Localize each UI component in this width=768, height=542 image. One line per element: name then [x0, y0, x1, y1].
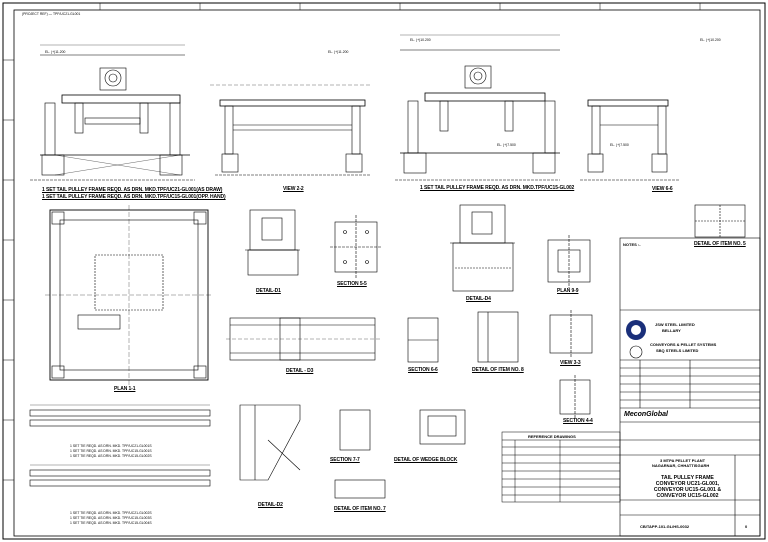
- detail-d4-shape: [450, 204, 515, 292]
- section-6-6-label: SECTION 6-6: [408, 367, 438, 373]
- frame-elevation-2: [395, 34, 560, 181]
- detail-d3-label: DETAIL - D3: [286, 368, 314, 374]
- wedge-block-shape: [419, 409, 466, 445]
- client-logo-seal: [626, 320, 646, 359]
- plant-line1: 3 MTPA PELLET PLANT: [660, 458, 706, 463]
- el-label-2: EL. (+)11.200: [328, 50, 349, 54]
- reference-drawings-table: [501, 431, 621, 503]
- detail-d4-label: DETAIL-D4: [466, 296, 491, 302]
- detail-d3-shape: [226, 317, 380, 361]
- detail-d1-shape: [245, 209, 300, 276]
- set-line-5: 1 SET TIE REQD. AS DRN. MKD. TPF/UC15-GL…: [70, 516, 152, 520]
- client-line1: JSW STEEL LIMITED: [655, 322, 695, 327]
- plan-9-9-label: PLAN 9-9: [557, 288, 579, 294]
- company-logo-text: MeconGlobal: [624, 411, 668, 418]
- client-line2: BELLARY: [662, 328, 681, 333]
- title-line4: CONVEYOR UC15-GL002: [656, 493, 719, 499]
- title-view-1b: 1 SET TAIL PULLEY FRAME REQD. AS DRN. MK…: [42, 194, 226, 200]
- detail-d2-shape: [239, 404, 301, 481]
- title-view-2: 1 SET TAIL PULLEY FRAME REQD. AS DRN. MK…: [420, 185, 575, 191]
- notes-title: NOTES :-: [623, 242, 641, 247]
- detail-item-8-label: DETAIL OF ITEM NO. 8: [472, 367, 524, 373]
- top-left-ref: (PROJECT REF) — TPF/UC21-GL001: [22, 12, 81, 16]
- view-3-3-shape: [549, 310, 593, 358]
- set-line-2: 1 SET TIE REQD. AS DRN. MKD. TPF/UC15-GL…: [70, 449, 152, 453]
- detail-item-5-shape: [694, 204, 746, 238]
- plan-9-9-shape: [547, 235, 591, 288]
- tie-members: [29, 404, 211, 487]
- set-line-6: 1 SET TIE REQD. AS DRN. MKD. TPF/UC15-GL…: [70, 521, 152, 525]
- drawing-number: CB/TAPP-101-GL/HS-0032: [640, 524, 690, 529]
- title-line3: CONVEYOR UC15-GL001 &: [653, 487, 722, 493]
- detail-item-7-label: DETAIL OF ITEM NO. 7: [334, 506, 386, 512]
- view-6-6: [580, 99, 680, 181]
- el-label-5: EL. (+)7.500: [497, 143, 516, 147]
- section-4-4-label: SECTION 4-4: [563, 418, 593, 424]
- el-label-1: EL. (+)11.200: [45, 50, 66, 54]
- frame-elevation-1: [30, 44, 195, 181]
- contractor-line2: SBQ STEELS LIMITED: [656, 348, 699, 353]
- plant-line2: NAGARNAR, CHHATTISGARH: [652, 463, 710, 468]
- el-label-3: EL. (+)10.200: [410, 38, 431, 42]
- reference-drawings-title: REFERENCE DRAWINGS: [528, 434, 576, 439]
- el-label-4: EL. (+)10.200: [700, 38, 721, 42]
- view-2-2-label: VIEW 2-2: [283, 186, 304, 192]
- detail-wedge-label: DETAIL OF WEDGE BLOCK: [394, 457, 458, 463]
- set-line-3: 1 SET TIE REQD. AS DRN. MKD. TPF/UC15-GL…: [70, 454, 152, 458]
- section-4-4-shape: [559, 375, 591, 418]
- title-view-1: 1 SET TAIL PULLEY FRAME REQD. AS DRN. MK…: [42, 187, 223, 193]
- section-5-5-shape: [330, 215, 382, 278]
- detail-d1-label: DETAIL-D1: [256, 288, 281, 294]
- plan-1-1-shape: [45, 205, 213, 385]
- view-3-3-label: VIEW 3-3: [560, 360, 581, 366]
- revision: 0: [745, 524, 748, 529]
- title-line1: TAIL PULLEY FRAME: [661, 475, 714, 481]
- title-block-frame: [619, 237, 761, 537]
- detail-item-8-shape: [477, 311, 519, 363]
- section-7-7-shape: [334, 409, 386, 499]
- detail-d2-label: DETAIL-D2: [258, 502, 283, 508]
- title-line2: CONVEYOR UC21-GL001,: [655, 481, 720, 487]
- el-label-6: EL. (+)7.500: [610, 143, 629, 147]
- detail-item-5-label: DETAIL OF ITEM NO. 5: [694, 241, 746, 247]
- set-line-1: 1 SET TIE REQD. AS DRN. MKD. TPF/UC21-GL…: [70, 444, 152, 448]
- contractor-line1: CONVEYORS & PELLET SYSTEMS: [650, 342, 717, 347]
- plan-1-1-label: PLAN 1-1: [114, 386, 136, 392]
- set-line-4: 1 SET TIE REQD. AS DRN. MKD. TPF/UC21-GL…: [70, 511, 152, 515]
- view-2-2: [210, 84, 370, 176]
- section-7-7-label: SECTION 7-7: [330, 457, 360, 463]
- section-5-5-label: SECTION 5-5: [337, 281, 367, 287]
- view-6-6-label: VIEW 6-6: [652, 186, 673, 192]
- section-6-6-shape: [407, 317, 439, 363]
